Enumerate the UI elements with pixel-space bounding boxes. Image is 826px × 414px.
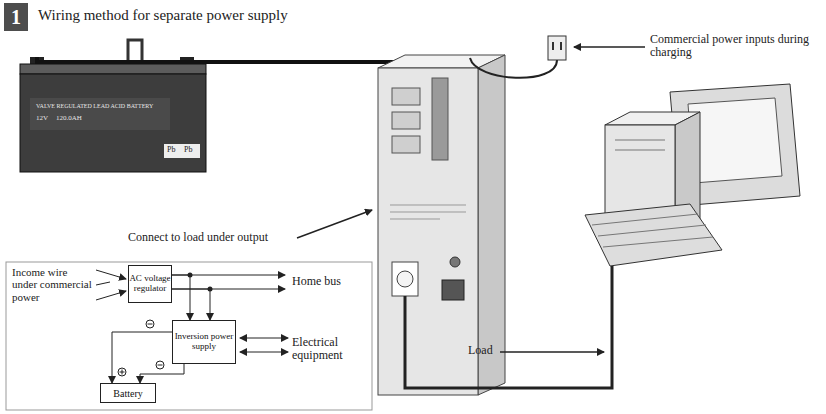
callout-number: 1 [4,3,28,31]
key-row [592,214,698,225]
ups-knob [450,257,460,267]
ups-outlet [392,262,418,296]
terminal-mark: Pb [184,146,192,155]
ups-meter [392,112,420,129]
diagram-title: Wiring method for separate power supply [38,7,288,24]
battery-capacity: 120.0AH [56,115,82,123]
battery-body [20,74,206,172]
ups-display [432,78,448,160]
load-cable [405,266,612,388]
key-row [603,237,713,247]
connector [172,275,190,320]
inverter-box: Inversion power supply [172,320,236,364]
callout-text: Commercial power inputs during charging [650,33,810,60]
battery-box: Battery [100,383,156,403]
output-label: Electrical equipment [292,336,368,363]
connector [172,289,210,320]
output-arrow [240,352,288,353]
ups-outlet-socket [397,271,413,287]
plug-prong [560,42,562,50]
ups-meter [392,88,420,105]
polarity-symbol [146,320,154,328]
minus-symbol [156,361,164,369]
input-label: Income wire under commercial power [12,266,94,303]
terminal-mark: Pb [167,146,175,155]
mains-cord [470,58,557,78]
minus-sign [148,324,153,325]
input-wire [96,270,126,279]
leader-arrow [500,351,604,353]
inset-frame [6,262,372,410]
ups-front [378,68,478,395]
key-row [598,225,706,236]
battery-lid [20,64,206,74]
drive-slot [615,140,665,141]
node-text: AC voltage regulator [129,274,171,294]
polarity-symbol [118,368,126,376]
drive-slot [615,150,665,151]
plus-symbol [118,368,126,376]
callout-text: Load [468,344,493,357]
output-arrow [240,338,288,339]
leader-arrow [574,46,645,48]
regulator-box: AC voltage regulator [128,265,172,303]
ups-meter [392,136,420,153]
polarity-symbol [156,361,164,369]
battery-voltage: 12V [36,115,48,123]
ups-panel-line [390,219,440,220]
node-text: 1 [11,6,21,28]
plus-sign [122,370,123,375]
leader-arrow [297,210,372,238]
monitor-screen [688,98,782,183]
mains-plug [548,36,566,60]
callout-text: Connect to load under output [128,231,268,244]
node-text: Inversion power supply [173,332,235,352]
minus-symbol [146,320,154,328]
connector [140,364,184,383]
input-wire [96,291,126,300]
input-wire [96,282,110,285]
keyboard [585,204,722,266]
plug-prong [552,42,554,50]
ups-panel-line [390,205,466,206]
ups-panel-line [390,212,466,213]
battery-cable [37,57,400,64]
ups-switch [442,280,464,300]
connector [112,332,172,383]
battery-label-panel [30,98,170,130]
battery-label: VALVE REGULATED LEAD ACID BATTERY [36,103,176,110]
node-text: Battery [113,388,142,399]
output-label: Home bus [292,275,341,288]
minus-sign [158,365,163,366]
battery-plate [164,144,200,158]
